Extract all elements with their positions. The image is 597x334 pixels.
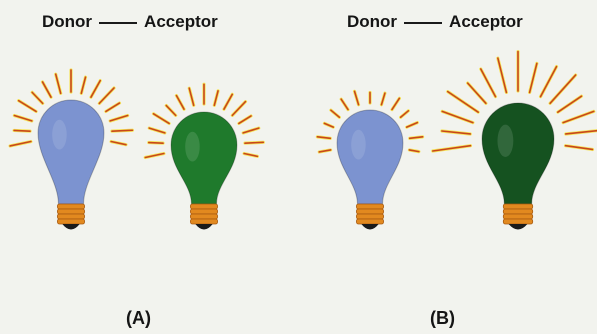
panel-a-donor-bulb-ray bbox=[99, 88, 114, 103]
panel-a-donor-bulb-ray bbox=[91, 81, 100, 98]
panel-b-acceptor-bulb-base bbox=[503, 204, 532, 230]
panel-a-label: (A) bbox=[126, 308, 151, 329]
panel-b-acceptor-bulb-ray bbox=[468, 83, 486, 103]
panel-a-donor-bulb-ray bbox=[106, 103, 120, 111]
panel-a-donor-bulb-thread bbox=[57, 214, 84, 219]
panel-a-donor-bulb bbox=[10, 70, 132, 230]
panel-a-acceptor-bulb-thread bbox=[190, 209, 217, 214]
panel-b-acceptor-bulb-thread bbox=[503, 204, 532, 209]
panel-b-acceptor-bulb bbox=[433, 52, 597, 230]
panel-b-donor-bulb-highlight bbox=[351, 130, 366, 160]
panel-b-acceptor-bulb-ray bbox=[442, 111, 473, 122]
panel-b-donor-bulb-ray bbox=[392, 98, 399, 109]
panel-b-acceptor-bulb-ray bbox=[558, 96, 582, 112]
panel-a-acceptor-bulb-thread bbox=[190, 219, 217, 224]
panel-a-acceptor-bulb-ray bbox=[154, 114, 170, 124]
panel-b-acceptor-bulb-thread bbox=[503, 219, 532, 224]
panel-b-donor-bulb-glass bbox=[337, 110, 403, 204]
panel-a-donor-bulb-ray bbox=[43, 82, 52, 97]
panel-b-donor-bulb-thread bbox=[356, 219, 383, 224]
panel-b-donor-bulb-ray bbox=[401, 111, 409, 117]
panel-b-acceptor-bulb-ray bbox=[498, 58, 507, 92]
panel-b-donor-bulb-ray bbox=[331, 110, 339, 117]
panel-b-acceptor-bulb-highlight bbox=[497, 125, 513, 157]
panel-a-acceptor-bulb-highlight bbox=[185, 132, 200, 162]
panel-a-donor-bulb-thread bbox=[57, 204, 84, 209]
panel-a-acceptor-bulb-thread bbox=[190, 204, 217, 209]
panel-a-donor-bulb-ray bbox=[56, 74, 61, 93]
panel-b-donor-bulb-tip bbox=[361, 224, 378, 230]
panel-a-donor-bulb-thread bbox=[57, 219, 84, 224]
panel-a-donor-bulb-thread bbox=[57, 209, 84, 214]
panel-a-acceptor-bulb-ray bbox=[224, 94, 232, 109]
panel-a-acceptor-bulb-base bbox=[190, 204, 217, 230]
panel-b-acceptor-bulb-ray bbox=[433, 146, 471, 151]
panel-b-donor-bulb-thread bbox=[356, 209, 383, 214]
panel-b-donor-bulb bbox=[317, 91, 422, 229]
panel-a-acceptor-bulb-tip bbox=[195, 224, 212, 230]
panel-a-acceptor-bulb-thread bbox=[190, 214, 217, 219]
panel-a-donor-bulb-ray bbox=[14, 130, 30, 131]
panel-b-donor-bulb-thread bbox=[356, 204, 383, 209]
panel-a-acceptor-bulb-ray bbox=[243, 128, 259, 133]
panel-b-donor-bulb-ray bbox=[341, 99, 348, 109]
panel-b-donor-bulb-base bbox=[356, 204, 383, 230]
panel-a-donor-bulb-ray bbox=[14, 116, 31, 121]
panel-a-acceptor-bulb bbox=[145, 84, 263, 229]
panel-a-donor-bulb-glass bbox=[38, 100, 104, 204]
panel-a-donor-bulb-base bbox=[57, 204, 84, 230]
panel-b-donor-bulb-thread bbox=[356, 214, 383, 219]
panel-b-acceptor-bulb-ray bbox=[481, 69, 496, 97]
panel-a-acceptor-bulb-ray bbox=[176, 96, 184, 110]
panel-b-label: (B) bbox=[430, 308, 455, 329]
panel-a-donor-bulb-ray bbox=[112, 130, 132, 131]
panel-b-acceptor-bulb-thread bbox=[503, 209, 532, 214]
panel-a-donor-bulb-ray bbox=[19, 101, 36, 112]
panel-a-acceptor-bulb-ray bbox=[149, 128, 165, 133]
panel-b-acceptor-bulb-thread bbox=[503, 214, 532, 219]
panel-a-donor-bulb-highlight bbox=[52, 120, 67, 150]
panel-a-donor-bulb-tip bbox=[62, 224, 79, 230]
panel-a-acceptor-bulb-ray bbox=[245, 142, 263, 143]
panel-a-acceptor-bulb-ray bbox=[239, 116, 251, 124]
panel-a-acceptor-bulb-ray bbox=[166, 106, 175, 116]
panel-a-acceptor-bulb-glass bbox=[171, 112, 237, 204]
panel-b-acceptor-bulb-ray bbox=[530, 63, 537, 92]
panel-b-acceptor-bulb-glass bbox=[482, 103, 554, 204]
panel-a-acceptor-bulb-ray bbox=[149, 143, 163, 144]
panel-a-donor-bulb-ray bbox=[110, 116, 127, 121]
panel-b-acceptor-bulb-ray bbox=[550, 75, 575, 103]
panel-a-donor-bulb-ray bbox=[32, 92, 43, 103]
panel-b-acceptor-bulb-ray bbox=[541, 67, 557, 97]
panel-b-acceptor-bulb-ray bbox=[448, 92, 478, 113]
panel-b-acceptor-bulb-ray bbox=[563, 111, 594, 122]
panel-a-acceptor-bulb-ray bbox=[232, 102, 245, 116]
panel-b-acceptor-bulb-tip bbox=[509, 224, 528, 230]
